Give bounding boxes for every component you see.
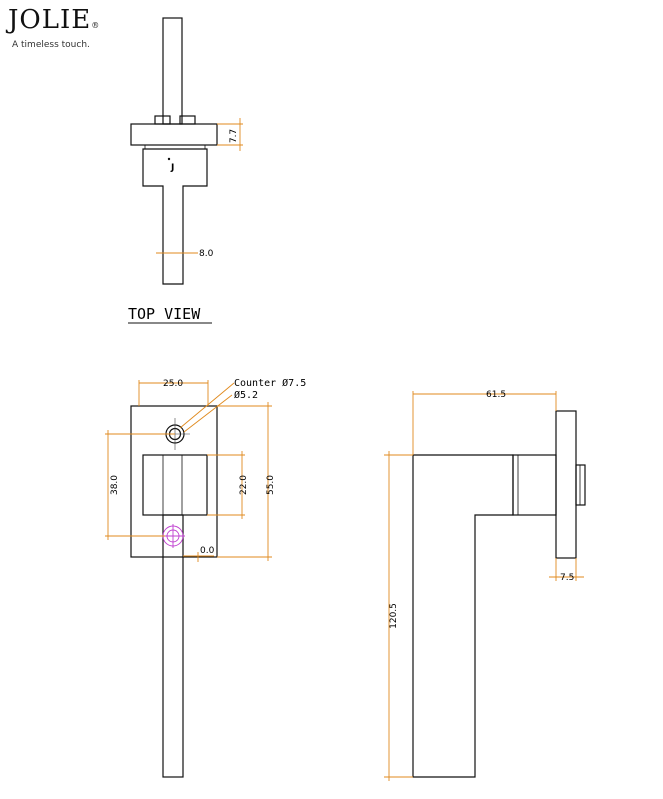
top-view: J 7.7 8.0 TOP VIEW [128,17,243,324]
dim-length: 120.5 [389,603,399,629]
side-view: 61.5 120.5 7.5 [384,390,586,781]
dim-rose-height: 55.0 [266,475,276,495]
top-view-title: TOP VIEW [128,305,201,323]
side-view-lever [412,454,514,778]
front-view-lever-bar [162,514,184,778]
dim-inner-height: 22.0 [239,475,249,495]
note-counter: Counter Ø7.5 [234,377,306,389]
side-view-rose-plate [555,410,577,559]
front-view: 25.0 Counter Ø7.5 Ø5.2 38.0 22.0 55.0 0.… [105,377,306,778]
registered-mark: ® [91,21,101,30]
dim-rose-width: 25.0 [163,379,183,389]
brand-tagline: A timeless touch. [12,40,90,50]
top-view-spindle [162,17,183,125]
top-view-rose [130,123,218,146]
dim-spindle: 7.5 [560,573,574,583]
top-view-lever-body [142,148,208,285]
side-view-neck [512,454,557,516]
brand-logo: JOLIE® A timeless touch. [8,6,100,51]
top-view-emblem-icon: J [170,163,174,173]
side-view-spindle-stub [575,464,586,506]
brand-name: JOLIE [8,5,92,35]
brand-wordmark: JOLIE® [8,6,100,40]
dim-projection: 61.5 [486,390,506,400]
dim-hole-spacing: 38.0 [110,475,120,495]
dim-lever-width: 8.0 [199,249,214,259]
dim-rose-thickness: 7.7 [229,129,239,143]
front-view-inner-block [142,454,208,516]
note-hole: Ø5.2 [234,389,258,401]
dim-offset: 0.0 [200,546,215,556]
